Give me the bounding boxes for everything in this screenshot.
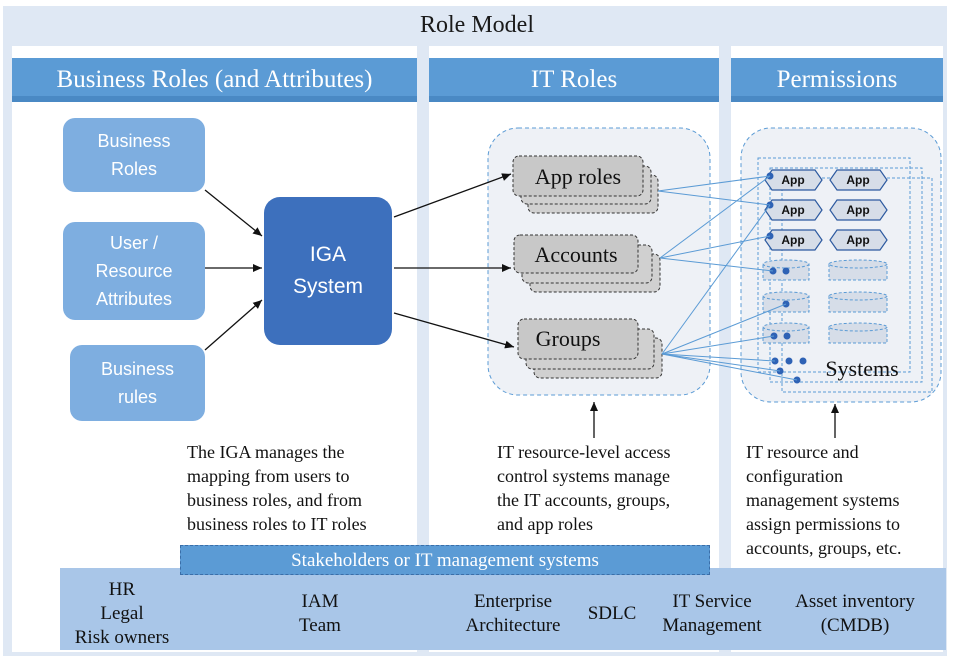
desc-line: business roles, and from [187, 490, 362, 510]
permissions-description: IT resource and configuration management… [746, 440, 901, 560]
business-roles-line: Business [97, 131, 171, 151]
header-shade [429, 96, 719, 102]
desc-line: accounts, groups, etc. [746, 538, 902, 558]
header-permissions: Permissions [731, 58, 943, 102]
desc-line: The IGA manages the [187, 442, 345, 462]
desc-line: IT resource-level access [497, 442, 671, 462]
stakeholder-asset: Asset inventory (CMDB) [780, 590, 930, 638]
app-roles-stack [512, 155, 659, 214]
business-description: The IGA manages the mapping from users t… [187, 440, 367, 536]
desc-line: IT resource and [746, 442, 859, 462]
stakeholder-ea: Enterprise Architecture [452, 590, 574, 638]
stakeholder-itsm: IT Service Management [650, 590, 774, 638]
desc-line: business roles to IT roles [187, 514, 367, 534]
stakeholder-line: (CMDB) [820, 615, 890, 636]
groups-label: Groups [536, 326, 601, 351]
header-shade [12, 96, 417, 102]
business-rules-line: Business [100, 359, 175, 379]
stakeholders-label: Stakeholders or IT management systems [180, 545, 710, 575]
stakeholder-line: Team [299, 615, 341, 636]
app-label: App [846, 233, 869, 247]
stakeholder-iam: IAM Team [270, 590, 370, 638]
desc-line: assign permissions to [746, 514, 901, 534]
groups-stack [517, 318, 663, 379]
desc-line: control systems manage [497, 466, 670, 486]
output-arrows [393, 173, 515, 349]
permission-connectors [657, 175, 798, 381]
app-labels: App App App App App App [781, 173, 869, 247]
desc-line: and app roles [497, 514, 593, 534]
stakeholder-line: Asset inventory [795, 591, 915, 612]
iga-system-box: IGA System [264, 197, 392, 345]
header-business-roles-label: Business Roles (and Attributes) [56, 66, 373, 93]
page-title: Role Model [420, 12, 534, 38]
stakeholder-line: Risk owners [74, 627, 170, 648]
header-permissions-label: Permissions [776, 66, 898, 93]
header-it-roles: IT Roles [429, 58, 719, 102]
app-label: App [781, 203, 804, 217]
app-hexagons [764, 169, 888, 251]
stakeholder-line: HR [108, 579, 136, 600]
desc-line: configuration [746, 466, 843, 486]
attributes-line: Resource [95, 261, 173, 281]
stakeholder-line: Architecture [465, 615, 561, 636]
header-business-roles: Business Roles (and Attributes) [12, 58, 417, 102]
stakeholder-sdlc: SDLC [587, 603, 637, 624]
attributes-line: User / [109, 233, 158, 253]
header-shade [731, 96, 943, 102]
app-roles-label: App roles [535, 164, 621, 189]
stakeholders-band [60, 568, 946, 650]
accounts-stack [513, 234, 661, 293]
app-label: App [781, 173, 804, 187]
description-arrows [590, 402, 839, 438]
stakeholder-line: Management [662, 615, 762, 636]
accounts-label: Accounts [534, 242, 617, 267]
stakeholder-line: Legal [100, 603, 144, 624]
desc-line: management systems [746, 490, 900, 510]
iga-line: System [292, 275, 363, 298]
business-roles-line: Roles [110, 159, 157, 179]
input-arrows [204, 189, 263, 351]
stakeholder-line: IAM [301, 591, 339, 612]
business-rules-line: rules [117, 387, 157, 407]
app-label: App [846, 203, 869, 217]
it-roles-description: IT resource-level access control systems… [497, 440, 671, 536]
iga-line: IGA [309, 243, 347, 266]
stakeholder-line: Enterprise [473, 591, 553, 612]
desc-line: mapping from users to [187, 466, 350, 486]
stakeholder-line: IT Service [672, 591, 752, 612]
attributes-line: Attributes [95, 289, 173, 309]
app-label: App [846, 173, 869, 187]
business-rules-box: Business rules [70, 345, 205, 421]
header-it-roles-label: IT Roles [530, 66, 618, 93]
desc-line: the IT accounts, groups, [497, 490, 671, 510]
systems-label: Systems [825, 356, 898, 381]
app-label: App [781, 233, 804, 247]
stakeholder-hr: HR Legal Risk owners [63, 578, 181, 650]
